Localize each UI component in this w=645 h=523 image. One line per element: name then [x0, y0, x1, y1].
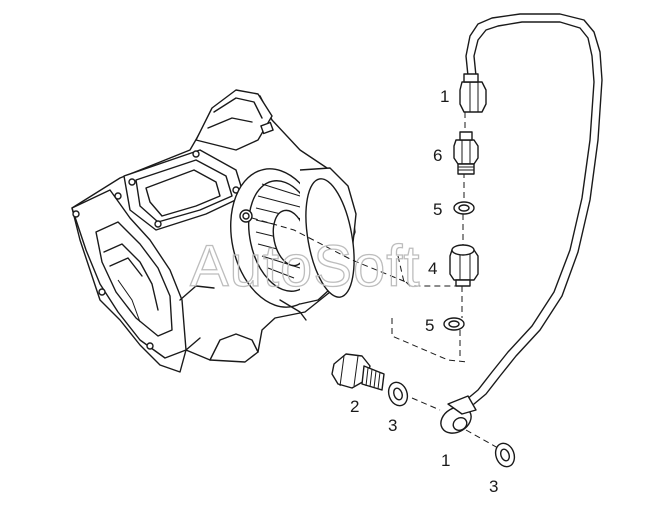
banjo-bolt-part-2 — [331, 353, 385, 391]
callout-3-bottom: 3 — [489, 477, 498, 496]
turbocharger — [71, 89, 357, 373]
washer-part-3-left — [387, 381, 409, 407]
washer-part-5-lower — [443, 317, 465, 331]
callout-2: 2 — [350, 397, 359, 416]
washer-part-3-bottom — [494, 442, 516, 468]
callout-labels: 1 6 5 4 5 2 3 1 3 — [350, 87, 498, 496]
callout-5-lower: 5 — [425, 316, 434, 335]
watermark-text: AutoSoft — [190, 234, 420, 299]
washer-part-5-upper — [453, 201, 475, 215]
adapter-part-4 — [449, 244, 479, 287]
oil-feed-pipe — [440, 13, 603, 434]
assembly-leader-lines — [251, 112, 499, 449]
callout-5-upper: 5 — [433, 200, 442, 219]
fitting-part-6 — [453, 131, 479, 175]
callout-3-left: 3 — [388, 416, 397, 435]
callout-6: 6 — [433, 146, 442, 165]
callout-1-top: 1 — [440, 87, 449, 106]
callout-4: 4 — [428, 259, 437, 278]
callout-1-bottom: 1 — [441, 451, 450, 470]
